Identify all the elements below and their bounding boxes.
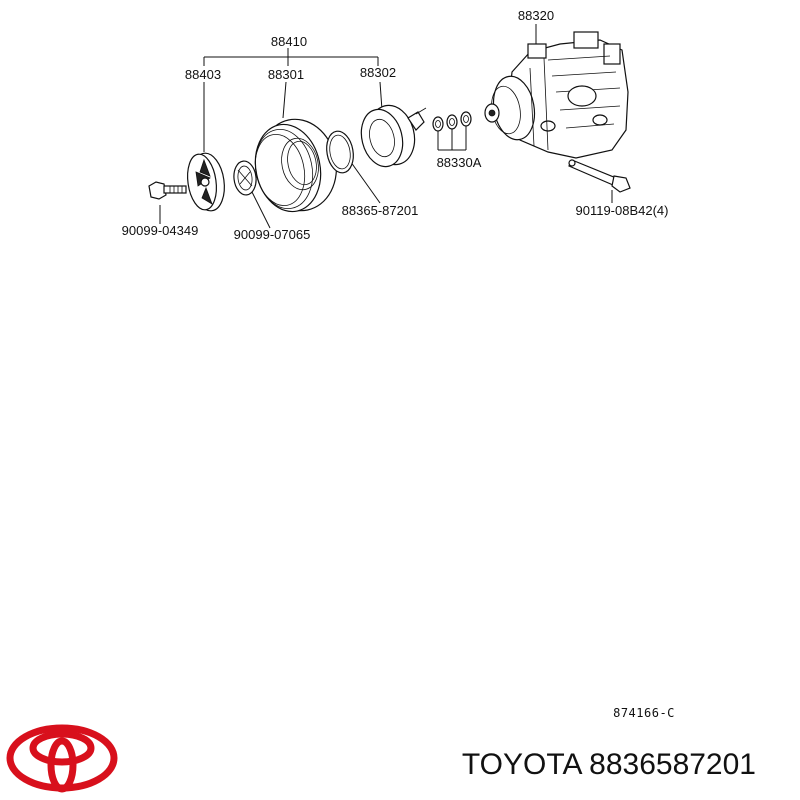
label-ring: 90099-07065 [234,227,311,242]
label-coil: 88302 [360,65,396,80]
compressor-part [484,31,629,159]
spacer-ring-part [233,160,257,196]
toyota-logo-icon [6,724,118,793]
leader-lines [159,24,613,229]
label-bolt: 90099-04349 [122,223,199,238]
stud-bolt-part [568,159,631,193]
part-labels: 88410 88320 88403 88301 88302 88330A 900… [122,8,669,242]
shims-part [432,111,472,132]
bolt-part [148,181,187,200]
label-pulley: 88301 [268,67,304,82]
label-stud-bolt: 90119-08B42(4) [576,203,669,218]
clutch-hub-part [186,152,225,212]
label-compressor: 88320 [518,8,554,23]
label-assembly: 88410 [271,34,307,49]
assembly-bracket [203,48,379,66]
brand-part-number: TOYOTA 8836587201 [462,748,756,781]
reference-code: 874166-C [613,706,675,720]
pulley-part [254,118,337,213]
label-hub: 88403 [185,67,221,82]
field-coil-part [360,104,427,168]
label-snap-ring: 88365-87201 [342,203,419,218]
snap-ring-part [326,130,354,174]
label-shims: 88330A [437,155,482,170]
